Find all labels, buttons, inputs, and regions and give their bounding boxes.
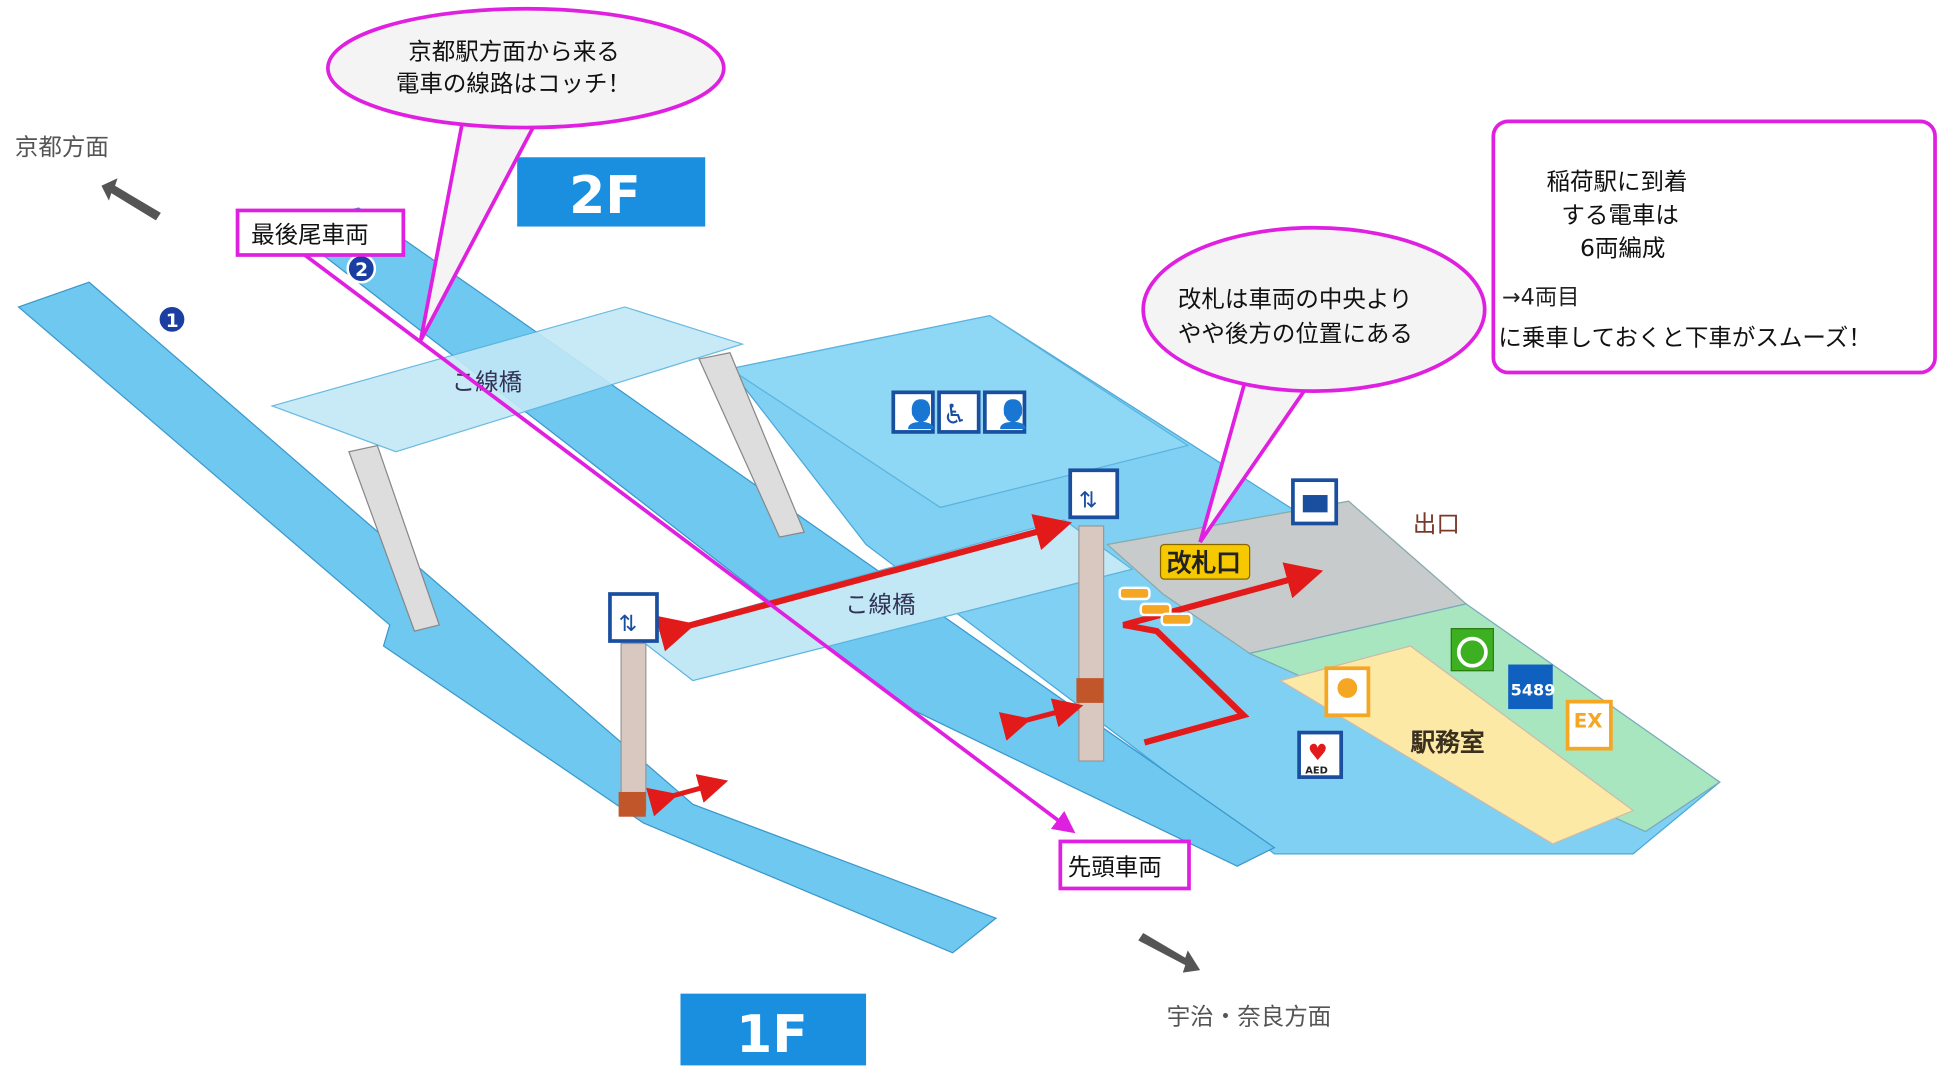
stamp-icon: [1324, 666, 1371, 718]
coin-locker-icon: [1291, 478, 1339, 526]
lower-bridge-label: こ線橋: [845, 591, 916, 619]
svg-text:改札口: 改札口: [1167, 549, 1241, 578]
platform-2-badge: 2: [346, 253, 377, 284]
route-left-elevator: [646, 774, 729, 817]
elevator-icon: ⇅: [608, 592, 659, 643]
stairs-left: [348, 444, 441, 632]
svg-text:5489: 5489: [1511, 680, 1556, 699]
svg-text:やや後方の位置にある: やや後方の位置にある: [1178, 320, 1413, 348]
green-window-icon: [1450, 628, 1494, 672]
direction-uji-nara: 宇治・奈良方面: [1167, 1003, 1332, 1031]
svg-text:稲荷駅に到着: 稲荷駅に到着: [1547, 167, 1688, 195]
elevator-icon: ⇅: [1068, 468, 1120, 520]
svg-text:先頭車両: 先頭車両: [1068, 853, 1162, 881]
ticket-gate-label: 改札口: [1159, 543, 1251, 580]
svg-text:する電車は: する電車は: [1561, 201, 1679, 229]
rear-car-label: 最後尾車両: [235, 208, 406, 257]
ex-service-icon: EX: [1565, 699, 1613, 751]
elevator-shaft-right: [1078, 525, 1105, 762]
ticket-machine-5489-icon: 5489: [1508, 664, 1556, 710]
front-car-label: 先頭車両: [1058, 839, 1191, 891]
svg-text:👤: 👤: [904, 398, 938, 430]
svg-text:電車の線路はコッチ！: 電車の線路はコッチ！: [396, 70, 631, 98]
accessible-toilet-icon: [937, 390, 981, 434]
svg-text:に乗車しておくと下車がスムーズ！: に乗車しておくと下車がスムーズ！: [1498, 323, 1871, 351]
svg-text:👤: 👤: [996, 398, 1030, 430]
route-to-exit: [1122, 562, 1324, 746]
route-bridge-arrow: [655, 514, 1073, 652]
svg-text:AED: AED: [1305, 765, 1328, 776]
platform-1-badge: 1: [157, 304, 187, 335]
svg-text:6両編成: 6両編成: [1580, 234, 1665, 262]
svg-text:♿: ♿: [943, 399, 967, 430]
floor-1f-badge: 1F: [680, 993, 867, 1066]
ticket-gate-machines: [1118, 586, 1193, 627]
gate-callout: 改札は車両の中央より やや後方の位置にある: [1141, 225, 1487, 544]
arrow-kyoto-icon: [101, 178, 161, 221]
track-1-platform: [17, 281, 998, 954]
elevator-car-icon: [618, 791, 646, 817]
direction-kyoto: 京都方面: [15, 133, 109, 161]
elevator-shaft-left: [620, 642, 647, 812]
floor-2f-badge: 2F: [517, 157, 706, 227]
elevator-car-icon: [1076, 678, 1104, 703]
svg-text:1F: 1F: [736, 1005, 808, 1065]
svg-text:⇅: ⇅: [1079, 487, 1098, 513]
arrow-uji-nara-icon: [1138, 933, 1201, 973]
aed-icon: ♥ AED: [1297, 730, 1344, 779]
exit-label: 出口: [1413, 510, 1460, 538]
svg-text:2F: 2F: [569, 166, 641, 226]
svg-text:♥: ♥: [1308, 740, 1328, 766]
svg-text:⇅: ⇅: [619, 611, 638, 637]
route-right-elevator: [998, 698, 1084, 741]
svg-text:1: 1: [166, 311, 179, 332]
station-office-label: 駅務室: [1410, 728, 1484, 757]
svg-text:京都駅方面から来る: 京都駅方面から来る: [408, 38, 619, 66]
svg-text:2: 2: [355, 260, 368, 281]
svg-text:最後尾車両: 最後尾車両: [251, 221, 369, 249]
restroom-icons: 👤 ♿ 👤: [891, 390, 1030, 434]
svg-text:EX: EX: [1574, 710, 1603, 733]
track-callout: 京都駅方面から来る 電車の線路はコッチ！: [326, 6, 726, 342]
info-box: 稲荷駅に到着 する電車は 6両編成 →4両目 に乗車しておくと下車がスムーズ！: [1491, 119, 1937, 375]
svg-text:改札は車両の中央より: 改札は車両の中央より: [1178, 285, 1413, 313]
svg-text:→4両目: →4両目: [1502, 284, 1579, 310]
upper-bridge: [270, 306, 745, 453]
train-direction-line: [302, 252, 1076, 834]
